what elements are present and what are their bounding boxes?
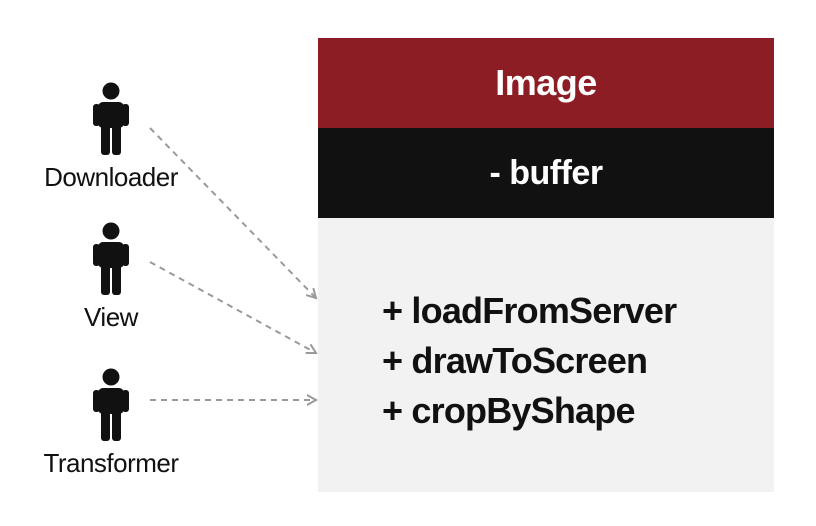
actor-label: View <box>84 302 138 332</box>
actor-transformer: Transformer <box>36 368 186 479</box>
class-box-image: Image - buffer + loadFromServer + drawTo… <box>318 38 774 492</box>
method-draw-to-screen: + drawToScreen <box>382 340 648 381</box>
person-icon <box>93 82 129 155</box>
actor-downloader: Downloader <box>36 82 186 193</box>
arrow-view-to-image <box>149 261 316 353</box>
arrow-downloader-to-image <box>149 127 316 298</box>
method-crop-by-shape: + cropByShape <box>382 390 636 431</box>
class-methods: + loadFromServer + drawToScreen + cropBy… <box>318 218 774 436</box>
attribute-buffer: - buffer <box>489 153 603 192</box>
actor-view: View <box>36 222 186 333</box>
actor-label: Transformer <box>43 448 179 478</box>
actor-label: Downloader <box>44 162 178 192</box>
person-icon <box>93 368 129 441</box>
class-attributes: - buffer <box>318 128 774 218</box>
person-icon <box>93 222 129 295</box>
method-load-from-server: + loadFromServer <box>382 290 677 331</box>
class-name: Image <box>318 38 774 128</box>
